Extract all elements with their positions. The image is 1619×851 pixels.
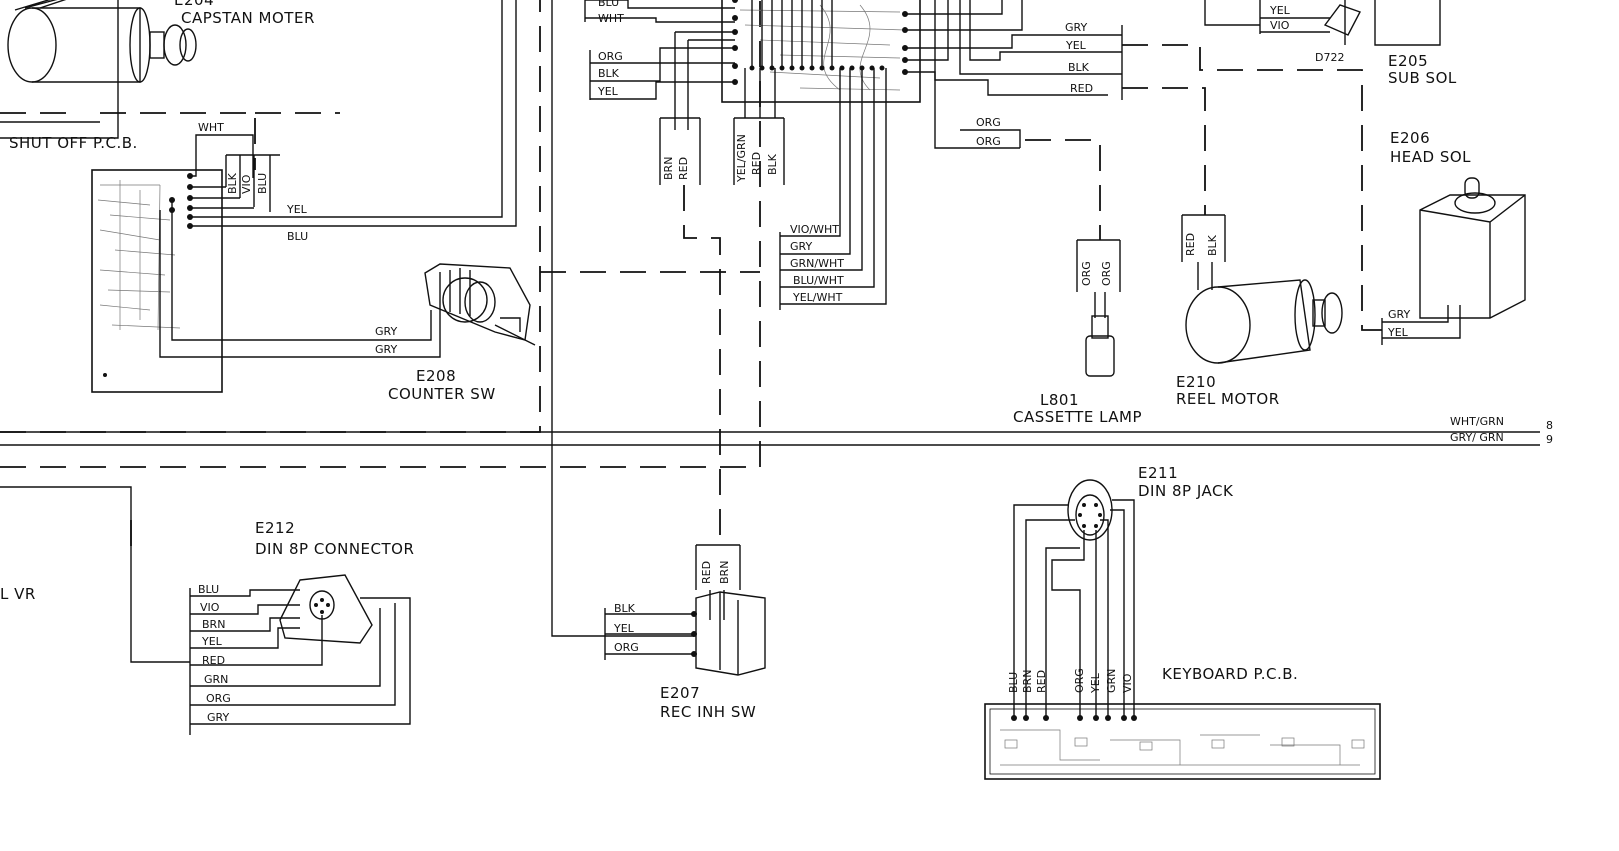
sub-sol-name: SUB SOL xyxy=(1388,69,1457,87)
wire-label-org-recinh: ORG xyxy=(614,641,639,654)
counter-sw-ref: E208 xyxy=(416,367,456,385)
wire-label-vio-shutoff: VIO xyxy=(240,174,253,194)
din8p-jack: E211 DIN 8P JACK xyxy=(1013,464,1234,718)
wire-label-gry-bundle: GRY xyxy=(790,240,812,253)
wire-label-red-kb: RED xyxy=(1035,670,1048,693)
wire-label-viowht: VIO/WHT xyxy=(790,223,839,236)
reel-motor-ref: E210 xyxy=(1176,373,1216,391)
wire-label-red-reel: RED xyxy=(1184,233,1197,256)
wire-label-wht-shutoff: WHT xyxy=(198,121,224,134)
din-connector-ref: E212 xyxy=(255,519,295,537)
keyboard-pcb: KEYBOARD P.C.B. BLU BRN RED ORG YEL GRN … xyxy=(984,665,1381,780)
shutoff-pcb-name: SHUT OFF P.C.B. xyxy=(9,134,138,152)
wire-label-blu-shutoff-out: BLU xyxy=(287,230,308,243)
wire-label-org-lamp-2: ORG xyxy=(976,135,1001,148)
wire-label-brn-kb: BRN xyxy=(1021,670,1034,693)
shutoff-pcb: SHUT OFF P.C.B. WHT BLK VIO BLU YEL BLU xyxy=(9,0,517,393)
wire-label-brn-din: BRN xyxy=(202,618,225,631)
wire-label-wht-top: WHT xyxy=(598,12,624,25)
wire-label-yel-head: YEL xyxy=(1387,326,1409,339)
wire-label-grn-kb: GRN xyxy=(1105,669,1118,693)
wire-label-org-lamp-v1: ORG xyxy=(1080,261,1093,286)
cassette-lamp-ref: L801 xyxy=(1040,391,1079,409)
wire-label-grnwht: GRN/WHT xyxy=(790,257,844,270)
wire-label-yel-recinh: YEL xyxy=(613,622,635,635)
head-sol-name: HEAD SOL xyxy=(1390,148,1471,166)
wire-label-blk-reel: BLK xyxy=(1206,234,1219,256)
wire-label-blu-top: BLU xyxy=(598,0,619,9)
bundle-wires: VIO/WHT GRY GRN/WHT BLU/WHT YEL/WHT xyxy=(779,68,887,310)
central-pcb xyxy=(721,0,921,103)
wire-label-gry-din: GRY xyxy=(207,711,229,724)
wire-label-blk-left: BLK xyxy=(598,67,620,80)
bus-label-grygrn: GRY/ GRN xyxy=(1450,431,1504,444)
head-sol: E206 HEAD SOL GRY YEL xyxy=(1381,129,1526,345)
wire-label-bluwht: BLU/WHT xyxy=(793,274,844,287)
diode-ref: D722 xyxy=(1315,51,1344,64)
wire-label-yelwht: YEL/WHT xyxy=(792,291,843,304)
wire-label-yelgrn-vert: YEL/GRN xyxy=(735,134,748,183)
capstan-motor: E204 CAPSTAN MOTER xyxy=(7,0,315,83)
bus-number-9: 9 xyxy=(1546,433,1553,446)
keyboard-pcb-name: KEYBOARD P.C.B. xyxy=(1162,665,1298,683)
wire-label-yel-din: YEL xyxy=(201,635,223,648)
wire-label-gry-head: GRY xyxy=(1388,308,1410,321)
counter-sw: GRY GRY E208 COUNTER SW xyxy=(375,263,536,403)
wire-label-org-kb: ORG xyxy=(1073,668,1086,693)
capstan-motor-name: CAPSTAN MOTER xyxy=(181,9,315,27)
wire-label-brn-recinh: BRN xyxy=(718,561,731,584)
wire-label-org-din: ORG xyxy=(206,692,231,705)
wire-label-red-din: RED xyxy=(202,654,225,667)
wire-label-grn-din: GRN xyxy=(204,673,228,686)
wire-label-gry-counter-1: GRY xyxy=(375,325,397,338)
bus-number-8: 8 xyxy=(1546,419,1553,432)
wire-label-gry-counter-2: GRY xyxy=(375,343,397,356)
wire-label-red-vert-2: RED xyxy=(750,152,763,175)
wire-label-vio-din: VIO xyxy=(200,601,220,614)
wire-label-red-vert: RED xyxy=(677,157,690,180)
wire-label-blu-din: BLU xyxy=(198,583,219,596)
rec-inh-sw: RED BRN BLK YEL ORG E207 REC INH SW xyxy=(604,544,766,721)
wire-label-red-recinh: RED xyxy=(700,561,713,584)
capstan-motor-ref: E204 xyxy=(174,0,214,9)
wire-label-brn-vert: BRN xyxy=(662,157,675,180)
wire-label-yel-left: YEL xyxy=(597,85,619,98)
wire-label-yel-subsol: YEL xyxy=(1269,4,1291,17)
wire-label-yel-shutoff: YEL xyxy=(286,203,308,216)
bus-label-whtgrn: WHT/GRN xyxy=(1450,415,1504,428)
wire-label-blk-vert: BLK xyxy=(766,153,779,175)
counter-sw-name: COUNTER SW xyxy=(388,385,496,403)
vr-partial-label: L VR xyxy=(0,585,36,603)
din-connector-name: DIN 8P CONNECTOR xyxy=(255,540,414,558)
wire-label-blk-shutoff: BLK xyxy=(226,172,239,194)
cassette-lamp: ORG ORG L801 CASSETTE LAMP xyxy=(1013,239,1142,426)
sub-sol: YEL VIO D722 E205 SUB SOL xyxy=(1259,0,1457,87)
rec-inh-name: REC INH SW xyxy=(660,703,756,721)
wire-label-org-lamp-1: ORG xyxy=(976,116,1001,129)
din-jack-name: DIN 8P JACK xyxy=(1138,482,1234,500)
wire-label-red-right: RED xyxy=(1070,82,1093,95)
wire-label-org-left: ORG xyxy=(598,50,623,63)
din-jack-ref: E211 xyxy=(1138,464,1178,482)
rec-inh-ref: E207 xyxy=(660,684,700,702)
wire-label-yel-kb: YEL xyxy=(1089,672,1102,694)
cassette-lamp-name: CASSETTE LAMP xyxy=(1013,408,1142,426)
wire-label-blu-shutoff: BLU xyxy=(256,173,269,194)
din8p-connector: E212 DIN 8P CONNECTOR BLU VIO BRN YEL RE… xyxy=(189,519,414,735)
wire-label-yel-right: YEL xyxy=(1065,39,1087,52)
reel-motor: RED BLK E210 REEL MOTOR xyxy=(1176,214,1343,408)
wire-label-blk-recinh: BLK xyxy=(614,602,636,615)
wire-label-blu-kb: BLU xyxy=(1007,672,1020,693)
reel-motor-name: REEL MOTOR xyxy=(1176,390,1280,408)
sub-sol-ref: E205 xyxy=(1388,52,1428,70)
wire-label-blk-right: BLK xyxy=(1068,61,1090,74)
head-sol-ref: E206 xyxy=(1390,129,1430,147)
wire-label-org-lamp-v2: ORG xyxy=(1100,261,1113,286)
wire-label-vio-subsol: VIO xyxy=(1270,19,1290,32)
wire-label-vio-kb: VIO xyxy=(1121,673,1134,693)
wire-label-gry-right: GRY xyxy=(1065,21,1087,34)
